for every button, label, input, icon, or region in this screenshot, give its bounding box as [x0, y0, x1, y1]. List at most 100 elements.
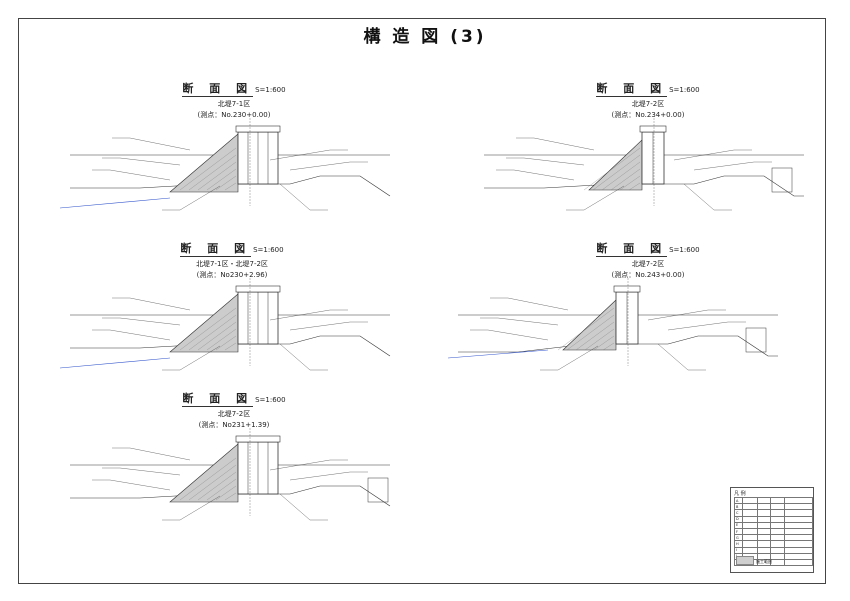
rear-structure [367, 477, 389, 503]
hatch-line [179, 457, 237, 501]
rubble-mound [169, 133, 239, 193]
leader-line [683, 183, 715, 211]
hatch-line [197, 161, 237, 191]
leader-line [109, 329, 171, 341]
section-3-title: 断 面 図 [180, 242, 252, 257]
hatch-line [206, 478, 237, 501]
section-4-subtitle: 北堤7-2区 [631, 260, 665, 268]
hatch-line [224, 182, 237, 191]
rubble-mound [588, 139, 643, 191]
leader-line [269, 309, 331, 321]
page-title: 構 造 図 (3) [363, 27, 487, 47]
leader-line [693, 161, 755, 171]
legend-table: ABCDEFGHIJK [733, 496, 814, 567]
hatch-line [610, 168, 641, 191]
leader-line [289, 321, 351, 331]
hatch-line [593, 335, 615, 351]
leader-line [119, 467, 181, 476]
leader-line [119, 317, 181, 326]
crown-wall [235, 435, 281, 443]
section-2-subtitle: 北堤7-2区 [631, 100, 665, 108]
section-4-drawing [447, 278, 778, 371]
leader-line [487, 329, 549, 341]
hatch-line [179, 307, 237, 351]
section-2-title: 断 面 図 [596, 82, 668, 97]
leader-line [647, 309, 709, 321]
leader-line [109, 169, 171, 181]
leader-line [557, 345, 599, 371]
leader-line [289, 471, 351, 481]
rubble-mound [169, 293, 239, 353]
leader-line [513, 169, 575, 181]
hatch-line [602, 342, 615, 351]
hatch-line [584, 328, 615, 351]
leader-line [179, 345, 221, 371]
section-1-station: (測点：No.230+0.00) [197, 111, 271, 119]
rubble-mound [169, 443, 239, 503]
seabed-profile [70, 175, 391, 197]
leader-line [279, 183, 311, 211]
legend-swatch [736, 556, 754, 565]
hatch-line [197, 471, 237, 501]
hatch-line [619, 175, 641, 191]
hatch-line [206, 328, 237, 351]
section-5-drawing [70, 428, 391, 521]
hatch-line [188, 464, 237, 501]
hatch-line [179, 147, 237, 191]
section-4-scale: S=1:600 [669, 246, 700, 254]
legend-title: 凡 例 [734, 491, 746, 497]
leader-line [279, 343, 311, 371]
section-3-scale: S=1:600 [253, 246, 284, 254]
legend-row: H [733, 540, 814, 548]
leader-line [583, 185, 625, 211]
leader-line [497, 317, 559, 326]
drawing-sheet [18, 18, 826, 584]
section-5-title: 断 面 図 [182, 392, 254, 407]
legend-box: 凡 例 ABCDEFGHIJK 施工範囲 [730, 487, 814, 573]
crown-wall [235, 285, 281, 293]
hatch-line [575, 321, 615, 351]
seabed-profile [484, 175, 804, 197]
leader-line [129, 297, 191, 311]
legend-cell [770, 558, 785, 567]
hatch-line [583, 147, 641, 191]
leader-line [667, 321, 729, 331]
leader-line [523, 157, 585, 166]
rubble-mound [562, 299, 617, 351]
section-3-subtitle: 北堤7-1区・北堤7-2区 [196, 260, 268, 268]
hatch-line [224, 492, 237, 501]
hatch-line [557, 307, 615, 351]
section-4-station: (測点：No.243+0.00) [611, 271, 685, 279]
leader-line [279, 493, 311, 521]
legend-cell [783, 558, 814, 567]
section-3-drawing [59, 278, 391, 371]
blue-water-line [59, 357, 171, 369]
hatch-line [628, 182, 641, 191]
section-2-station: (測点：No.234+0.00) [611, 111, 685, 119]
section-4-title: 断 面 図 [596, 242, 668, 257]
hatch-line [215, 175, 237, 191]
leader-line [179, 495, 221, 521]
hatch-line [215, 335, 237, 351]
leader-line [657, 343, 689, 371]
leader-line [269, 149, 331, 161]
rear-structure [771, 167, 793, 193]
hatch-line [215, 485, 237, 501]
hatch-line [188, 314, 237, 351]
section-5-scale: S=1:600 [255, 396, 286, 404]
crown-wall [235, 125, 281, 133]
leader-line [533, 137, 595, 151]
hatch-line [592, 154, 641, 191]
hatch-line [566, 314, 615, 351]
blue-water-line [59, 197, 171, 209]
leader-line [129, 137, 191, 151]
seabed-profile [458, 335, 778, 357]
hatch-line [601, 161, 641, 191]
section-5-subtitle: 北堤7-2区 [217, 410, 251, 418]
section-5-station: (測点：No231+1.39) [198, 421, 270, 429]
leader-line [269, 459, 331, 471]
hatch-line [206, 168, 237, 191]
